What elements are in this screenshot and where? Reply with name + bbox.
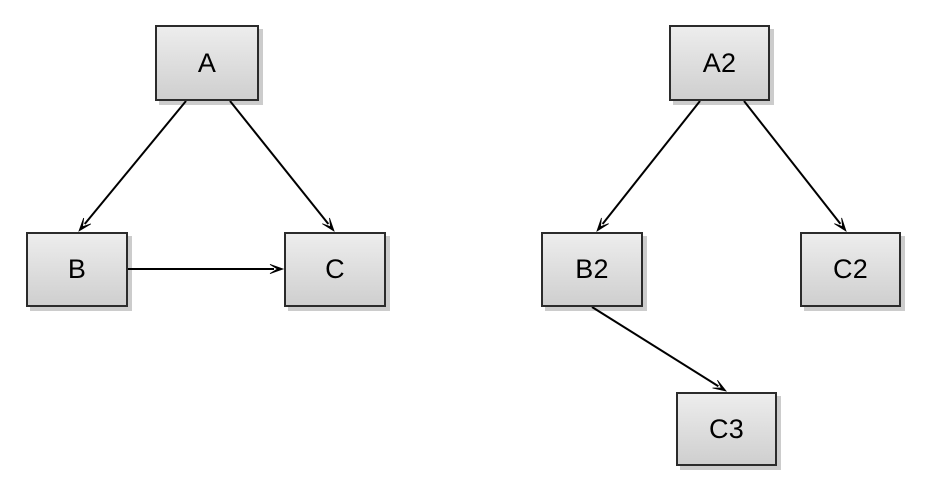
node-a[interactable]: A [155, 25, 259, 101]
node-label: C [325, 254, 345, 284]
edge-arrowhead [78, 217, 92, 232]
edge-arrowhead [712, 379, 728, 392]
edge-line [601, 100, 701, 225]
node-b[interactable]: B [26, 232, 128, 307]
node-label: C3 [709, 413, 744, 444]
node-label: A [197, 47, 217, 78]
edge-a2-c2[interactable] [743, 100, 847, 232]
node-c3[interactable]: C3 [676, 392, 777, 466]
edge-line [83, 100, 187, 225]
node-label: B [67, 254, 87, 284]
edge-arrowhead [322, 217, 335, 232]
edge-arrowhead [834, 217, 847, 232]
node-label: B2 [575, 254, 609, 284]
edge-a-b[interactable] [78, 100, 187, 232]
edge-line [743, 100, 842, 225]
node-c[interactable]: C [284, 232, 386, 307]
node-a2[interactable]: A2 [669, 25, 770, 101]
edge-arrowhead [596, 217, 609, 232]
edge-line [229, 100, 330, 225]
node-label: C2 [833, 254, 868, 284]
node-label: A2 [702, 47, 737, 78]
edge-arrowhead [269, 264, 285, 274]
edge-b2-c3[interactable] [591, 306, 728, 392]
edge-line [591, 306, 719, 388]
edge-a-c[interactable] [229, 100, 335, 232]
edge-a2-b2[interactable] [596, 100, 701, 232]
edge-b-c[interactable] [128, 264, 285, 274]
node-c2[interactable]: C2 [800, 232, 901, 307]
node-b2[interactable]: B2 [541, 232, 643, 307]
